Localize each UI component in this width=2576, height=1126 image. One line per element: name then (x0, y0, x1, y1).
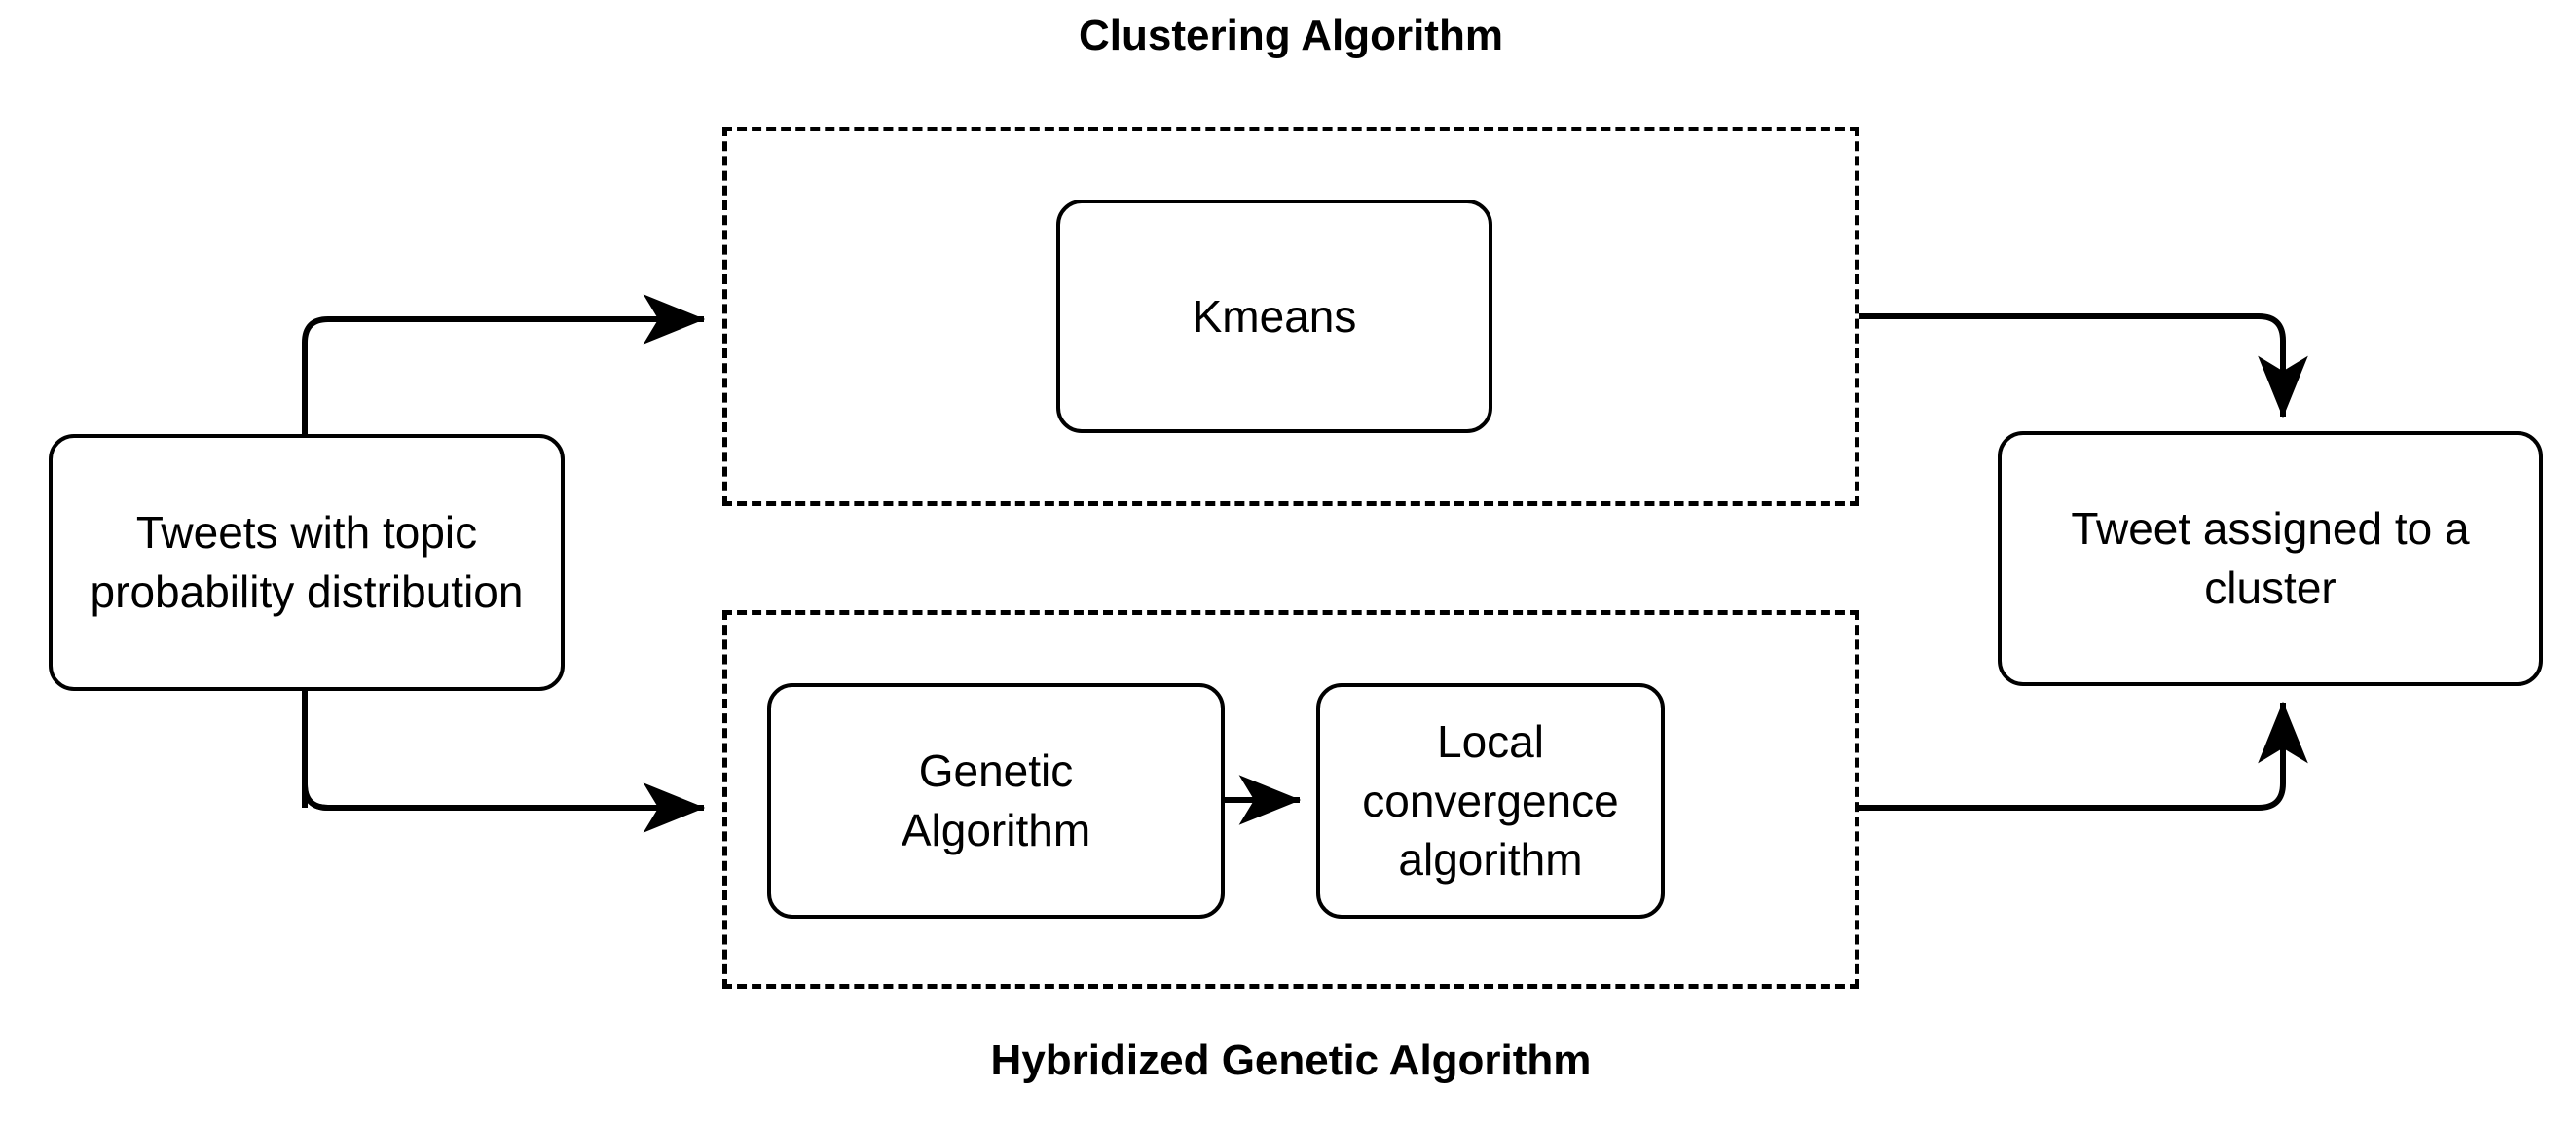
edge-input-to-hybridized (302, 782, 706, 833)
hybridized-genetic-algorithm-group (722, 610, 1859, 989)
edge-clustering-to-output (1859, 313, 2308, 418)
node-local-convergence-algorithm[interactable]: Local convergence algorithm (1316, 683, 1665, 919)
clustering-group-title: Clustering Algorithm (1079, 12, 1503, 59)
node-kmeans[interactable]: Kmeans (1056, 200, 1492, 433)
node-input-tweets[interactable]: Tweets with topic probability distributi… (49, 434, 565, 691)
edge-input-to-clustering (302, 294, 706, 475)
edge-hybridized-to-output (1859, 701, 2308, 811)
hybridized-group-title: Hybridized Genetic Algorithm (990, 1036, 1592, 1084)
node-genetic-algorithm[interactable]: Genetic Algorithm (767, 683, 1225, 919)
edge-input-bottom-stem (302, 691, 704, 811)
node-output-tweet-assigned[interactable]: Tweet assigned to a cluster (1998, 431, 2543, 686)
clustering-algorithm-group (722, 127, 1859, 506)
